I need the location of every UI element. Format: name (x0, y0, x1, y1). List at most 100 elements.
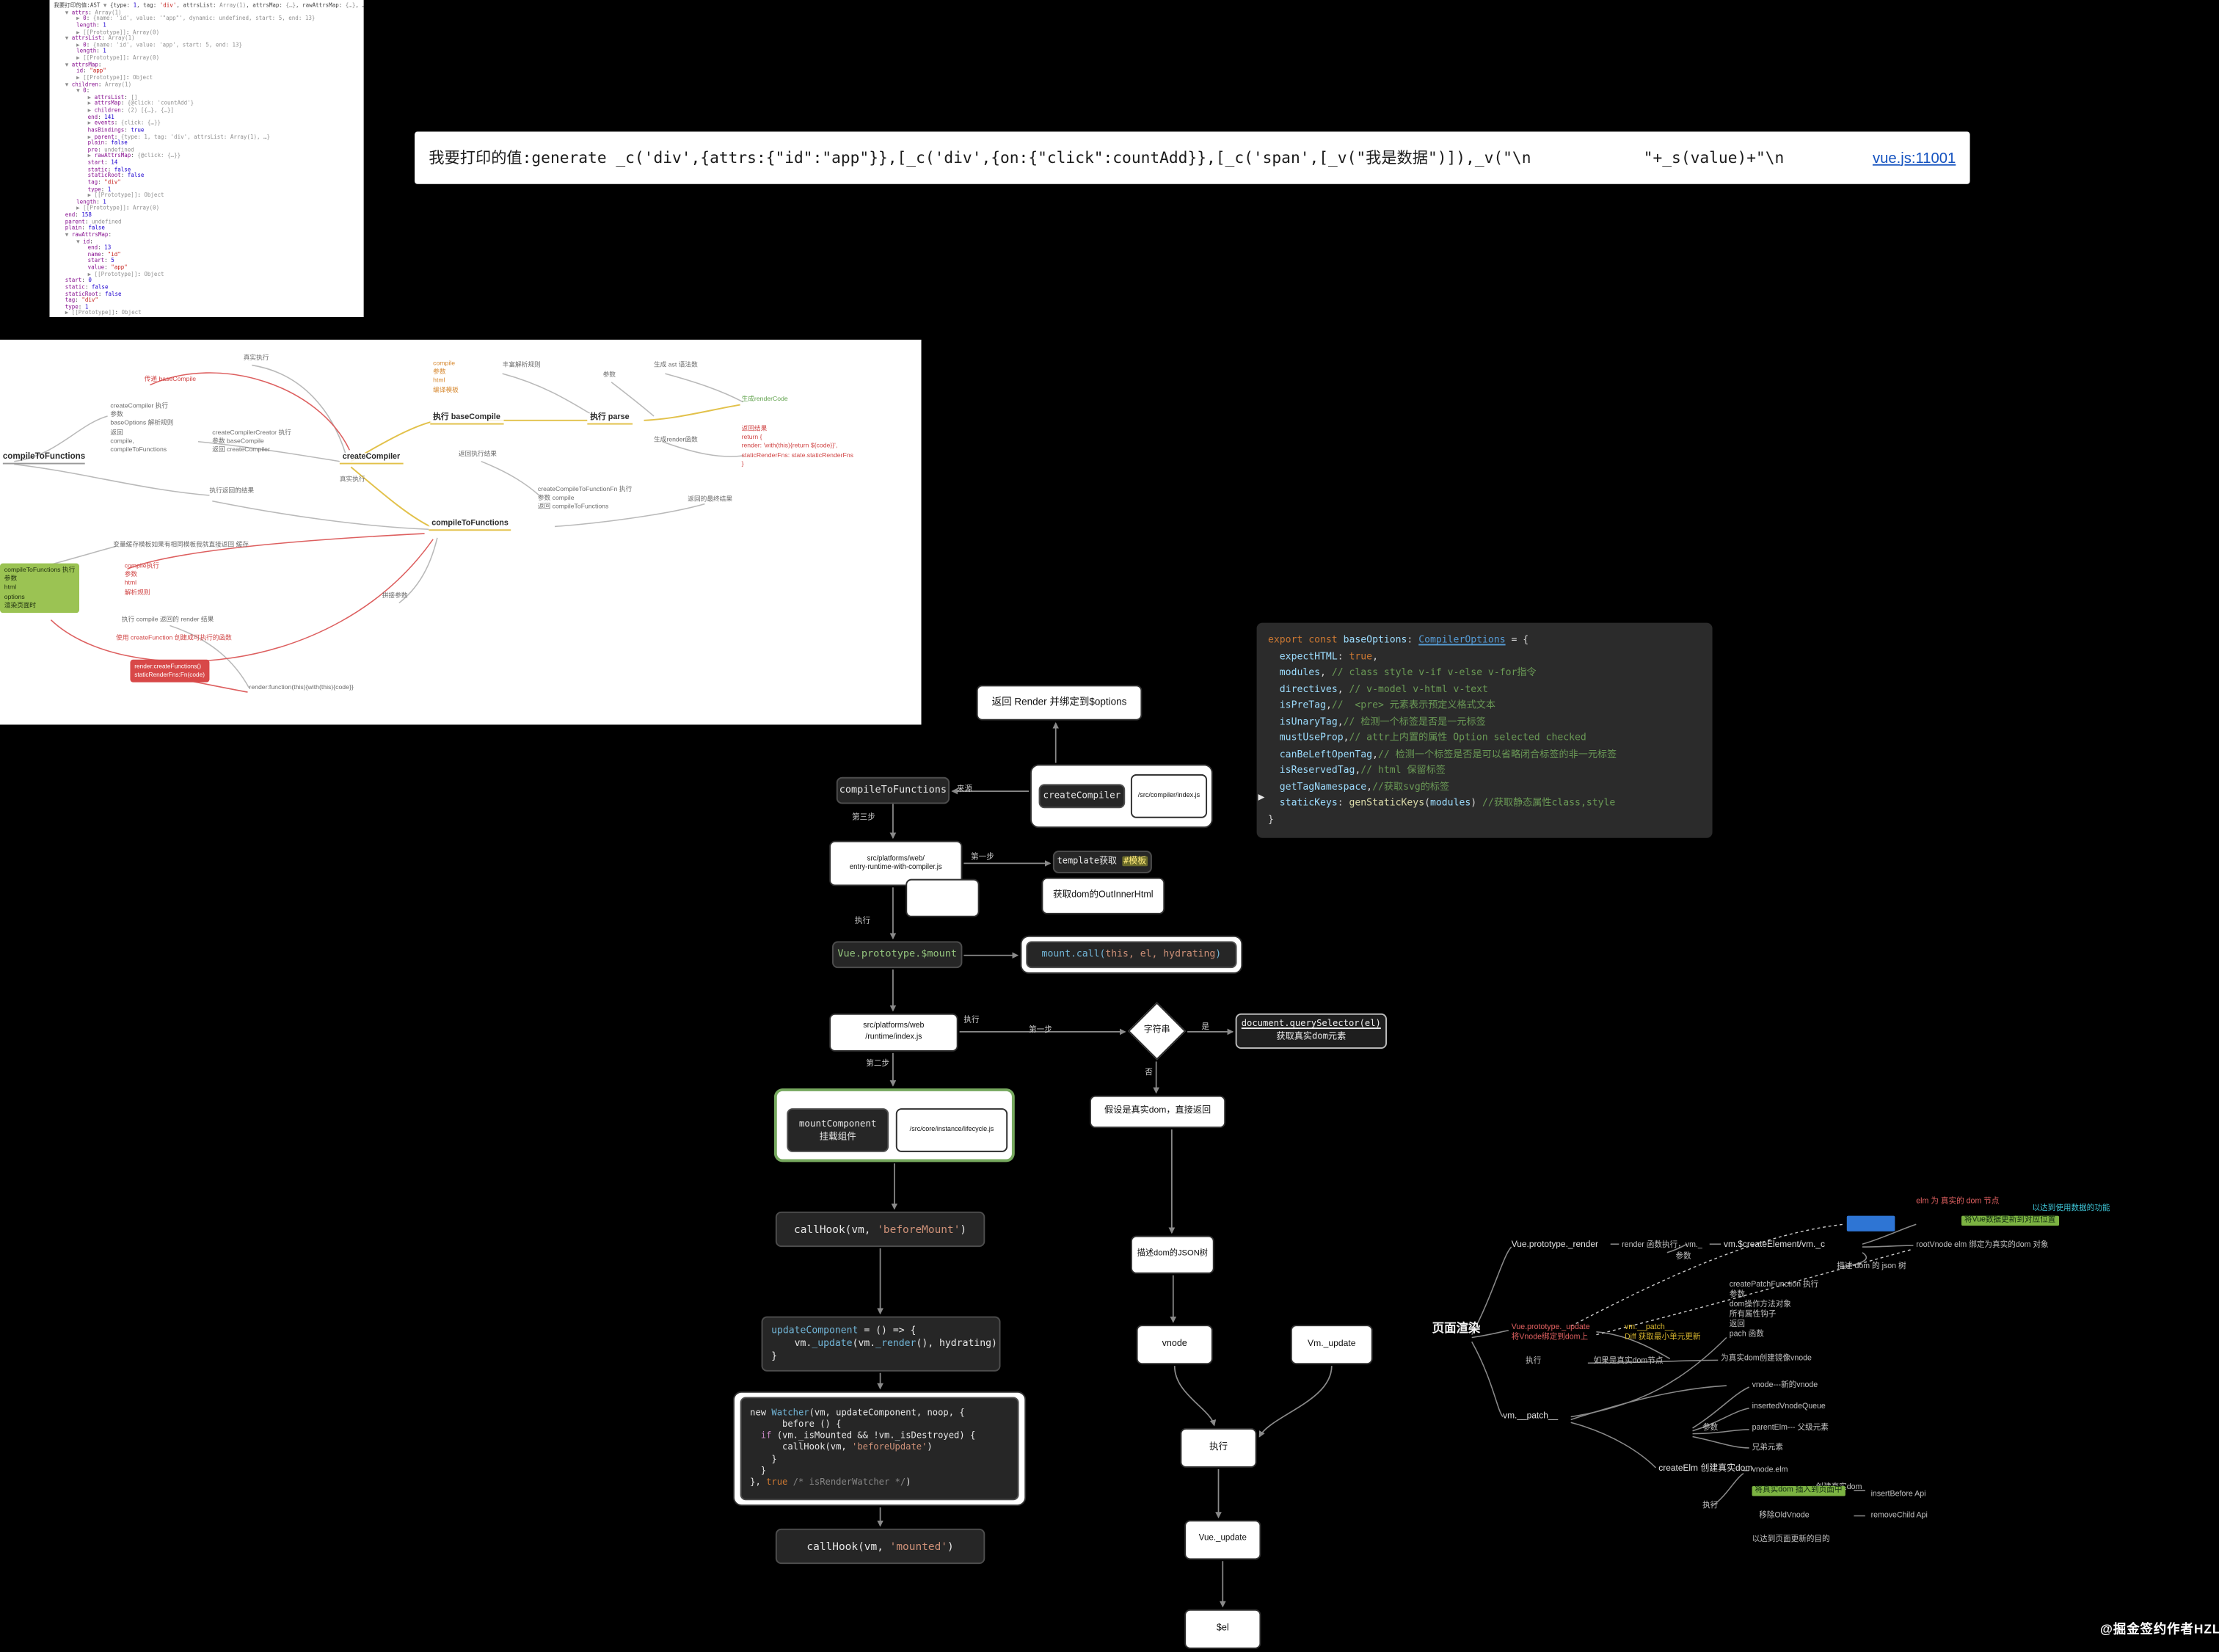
sibling-elm: 兄弟元素 (1752, 1444, 1784, 1452)
update-data-pos: 将Vue数据更新到对应位置 (1961, 1215, 2059, 1226)
remove-old-vnode: 移除OldVnode (1759, 1511, 1810, 1521)
vnode-elm: vnode.elm (1752, 1466, 1788, 1475)
console-line: ▶ children: (2) [{…}, {…}] (87, 106, 175, 114)
edge-label-source: 来源 (956, 785, 972, 794)
insert-before-api: insertBefore Api (1870, 1490, 1926, 1499)
edge-label-step2: 第二步 (866, 1060, 890, 1069)
devtools-console-panel[interactable]: 我要打印的值:AST ▼ {type: 1, tag: 'div', attrs… (49, 0, 364, 317)
render-fns-red-block: render:createFunctions()staticRenderFns:… (130, 659, 209, 683)
code-line: } (1267, 812, 1274, 825)
code-line: getTagNamespace,//获取svg的标签 (1279, 780, 1450, 793)
el-node: $el (1184, 1609, 1261, 1649)
rich-parse-rules: 丰富解析规则 (502, 360, 541, 368)
code-line: directives, // v-model v-html v-text (1279, 683, 1488, 694)
console-line: ▶ [[Prototype]]: Object (65, 309, 142, 316)
root-compile-to-functions: compileToFunctions (2, 453, 86, 465)
console-line: ▼ 0: (76, 86, 90, 94)
cache-note: 变量缓存模板如果有相同模板我就直接返回 缓存 (113, 540, 249, 548)
create-compiler-node: createCompiler (1038, 784, 1126, 809)
console-line: id: "app" (76, 67, 106, 74)
console-line: plain: false (87, 139, 128, 146)
console-line: hasBindings: true (87, 125, 145, 134)
lifecycle-path: /src/core/instance/lifecycle.js (895, 1108, 1008, 1152)
expander-icon[interactable]: ▶ (1258, 793, 1265, 803)
code-line: mustUseProp,// attr上内置的属性 Option selecte… (1279, 732, 1586, 743)
gen-ast: 生成 ast 语法数 (653, 360, 698, 368)
param-label: 参数 (602, 371, 616, 378)
use-data-note: 以达到使用数据的功能 (2032, 1204, 2110, 1213)
new-watcher-node: new Watcher(vm, updateComponent, noop, {… (740, 1397, 1019, 1501)
assume-real-dom-node: 假设是真实dom，直接返回 (1089, 1095, 1226, 1129)
console-line: length: 1 (76, 197, 106, 205)
exec-compile-render: 执行 compile 返回的 render 结果 (121, 615, 214, 623)
console-line: static: false (65, 283, 109, 291)
concat-params: 拼接参数 (382, 592, 408, 599)
exec-returned-result: 执行返回的结果 (209, 487, 255, 495)
console-line: ▶ attrsMap: {@click: 'countAdd'} (87, 99, 194, 107)
console-line: start: 0 (65, 276, 92, 284)
compile-to-functions-hub: compileToFunctions (429, 519, 511, 531)
inserted-vnode-queue: insertedVnodeQueue (1752, 1402, 1826, 1411)
template-get-node: template获取 #模板 (1052, 851, 1152, 873)
console-line: pre: undefined (87, 145, 134, 153)
return-render-node: 返回 Render 并绑定到$options (976, 685, 1143, 721)
console-line: ▶ [[Prototype]]: Array(0) (76, 27, 160, 35)
mount-proto-node: Vue.prototype.$mount (831, 941, 963, 969)
code-line: isPreTag,// <pre> 元素表示预定义格式文本 (1279, 699, 1495, 711)
edge-label-step3: 第三步 (851, 813, 875, 823)
hook-before-mount-node: callHook(vm, 'beforeMount') (775, 1211, 985, 1248)
console-line: tag: "div" (65, 296, 98, 303)
entry-runtime-path: src/platforms/web/entry-runtime-with-com… (829, 840, 963, 887)
console-line: staticRoot: false (87, 171, 145, 179)
console-line: ▶ parent: {type: 1, tag: 'div', attrsLis… (87, 132, 271, 139)
console-line: 我要打印的值:AST ▼ {type: 1, tag: 'div', attrs… (54, 1, 363, 9)
base-options-code-block: export const baseOptions: CompilerOption… (1256, 622, 1713, 838)
param-label-1: 参数 (1675, 1252, 1691, 1262)
render-with-code: render:function(this){with(this){code}} (249, 683, 354, 691)
console-line: ▼ attrsList: Array(1) (65, 34, 135, 42)
console-line: ▶ rawAttrsMap: {@click: {…}} (87, 152, 181, 159)
code-lines: export const baseOptions: CompilerOption… (1268, 633, 1701, 828)
desc-dom-json: 描述 dom 的 json 树 (1837, 1262, 1906, 1271)
console-line: length: 1 (76, 47, 106, 55)
update-component-node: updateComponent = () => { vm._update(vm.… (761, 1316, 1001, 1372)
vue-update-node: Vue._update (1184, 1520, 1261, 1560)
code-line: export const baseOptions: CompilerOption… (1267, 633, 1529, 646)
console-line: ▶ 0: {name: 'id', value: '"app"', dynami… (76, 14, 316, 22)
param-label-2: 参数 (1702, 1424, 1719, 1433)
desc-json-tree-node: 描述dom的JSON树 (1130, 1235, 1214, 1274)
console-line: ▶ [[Prototype]]: Object (87, 191, 164, 199)
pass-base-compile: 传递 baseCompile (144, 375, 197, 382)
console-line: ▶ attrsList: [] (87, 92, 138, 101)
use-create-function: 使用 createFunction 创建成可执行的函数 (116, 633, 232, 641)
mindmap-curves (14, 364, 743, 693)
create-elm: createElm 创建真实dom (1658, 1463, 1753, 1474)
exec-base-compile-hub: 执行 baseCompile (430, 413, 503, 425)
console-line: ▼ rawAttrsMap: (65, 230, 112, 238)
console-line: end: 141 (87, 112, 114, 120)
vm-patch: vm.__patch__ (1503, 1411, 1559, 1422)
code-line: isUnaryTag,// 检测一个标签是否是一元标签 (1279, 715, 1486, 727)
console-log-row: 我要打印的值:generate _c('div',{attrs:{"id":"a… (415, 131, 1970, 184)
console-line: ▶ [[Prototype]]: Object (87, 269, 164, 277)
edge-label-yes: 是 (1201, 1023, 1209, 1032)
console-line: ▶ 0: {name: 'id', value: 'app', start: 5… (76, 40, 243, 48)
console-line: type: 1 (65, 302, 89, 310)
console-line: staticRoot: false (65, 289, 122, 297)
insert-to-page: 将真实dom 插入到页面中 (1752, 1485, 1845, 1496)
console-line: ▼ attrs: Array(1) (65, 7, 122, 15)
console-line: ▼ attrsMap: (65, 60, 102, 68)
console-line: end: 13 (87, 243, 112, 251)
console-log-text: 我要打印的值:generate _c('div',{attrs:{"id":"a… (429, 148, 1862, 167)
console-line: ▶ [[Prototype]]: Array(0) (76, 54, 160, 61)
source-link[interactable]: vue.js:11001 (1872, 149, 1956, 167)
edge-label-exec1: 执行 (854, 917, 871, 926)
